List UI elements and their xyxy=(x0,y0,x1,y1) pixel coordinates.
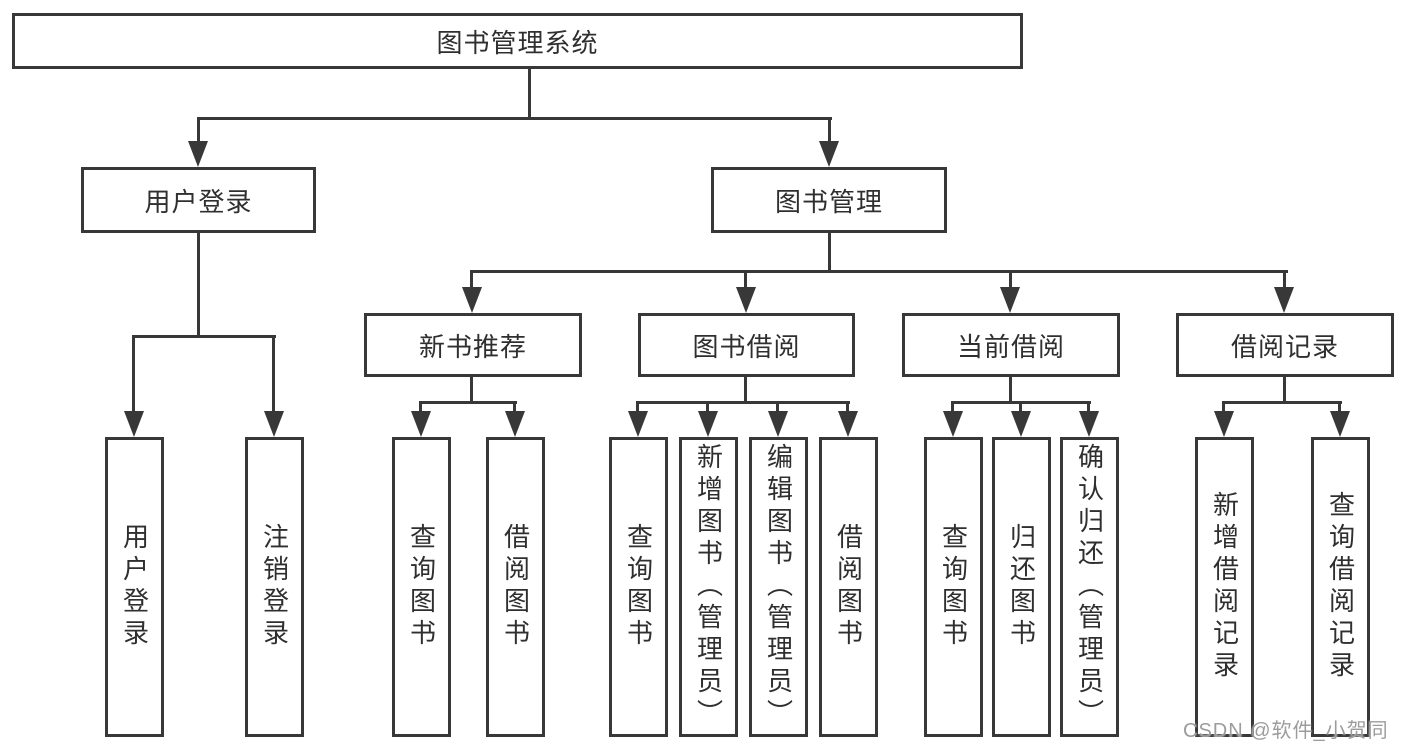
connector-trunk xyxy=(1009,377,1012,404)
arrow-down xyxy=(411,411,431,437)
arrow-down xyxy=(819,141,839,167)
connector-book-management-trunk xyxy=(828,233,831,273)
connector-drop-leaf xyxy=(951,401,954,413)
node-book-management: 图书管理 xyxy=(711,167,947,233)
leaf-label: 新增图书（管理员） xyxy=(693,443,724,731)
connector-drop-leaf xyxy=(1087,401,1090,413)
connector-drop-current-borrowing xyxy=(1009,270,1012,290)
leaf-label: 借阅图书 xyxy=(500,523,531,651)
arrow-down xyxy=(462,287,482,313)
arrow-down xyxy=(698,411,718,437)
arrow-down xyxy=(1214,411,1234,437)
node-user-login: 用户登录 xyxy=(81,167,316,233)
connector-horizontal xyxy=(1222,401,1342,404)
connector-trunk xyxy=(1283,377,1286,404)
arrow-down xyxy=(768,411,788,437)
leaf-logout-login: 注销登录 xyxy=(245,437,304,737)
leaf-label: 借阅图书 xyxy=(833,523,864,651)
arrow-down xyxy=(1274,287,1294,313)
node-current-borrowing: 当前借阅 xyxy=(902,313,1120,377)
connector-drop-user-login xyxy=(197,117,200,144)
connector-drop-leaf xyxy=(636,401,639,413)
node-book-borrowing: 图书借阅 xyxy=(638,313,855,377)
connector-drop-leaf xyxy=(132,335,135,413)
leaf-label: 用户登录 xyxy=(119,523,150,651)
connector-drop-leaf xyxy=(1222,401,1225,413)
connector-user-login-trunk xyxy=(197,233,200,337)
leaf-label: 注销登录 xyxy=(259,523,290,651)
leaf-borrow-books-borrowing: 借阅图书 xyxy=(819,437,878,737)
connector-drop-leaf xyxy=(513,401,516,413)
watermark: CSDN @软件_小贺同学 xyxy=(1183,720,1389,742)
connector-trunk xyxy=(744,377,747,404)
leaf-query-books-borrowing: 查询图书 xyxy=(609,437,668,737)
connector-level3-horizontal xyxy=(471,270,1288,273)
connector-root-trunk xyxy=(528,68,531,120)
arrow-down xyxy=(1000,287,1020,313)
arrow-down xyxy=(943,411,963,437)
arrow-down xyxy=(838,411,858,437)
leaf-query-books-current: 查询图书 xyxy=(924,437,983,737)
leaf-label: 查询图书 xyxy=(623,523,654,651)
leaf-borrow-books-recommend: 借阅图书 xyxy=(486,437,545,737)
leaf-label: 编辑图书（管理员） xyxy=(763,443,794,731)
connector-drop-book-management xyxy=(828,117,831,144)
arrow-down xyxy=(628,411,648,437)
leaf-label: 归还图书 xyxy=(1006,523,1037,651)
connector-level2-horizontal xyxy=(197,117,832,120)
leaf-label: 查询图书 xyxy=(938,523,969,651)
leaf-add-borrow-record: 新增借阅记录 xyxy=(1195,437,1254,737)
connector-drop-new-book xyxy=(470,270,473,290)
leaf-label: 查询图书 xyxy=(406,523,437,651)
leaf-user-login: 用户登录 xyxy=(105,437,164,737)
connector-drop-leaf xyxy=(706,401,709,413)
connector-drop-borrow-records xyxy=(1283,270,1286,290)
arrow-down xyxy=(505,411,525,437)
arrow-down xyxy=(124,411,144,437)
arrow-down xyxy=(1079,411,1099,437)
leaf-label: 确认归还（管理员） xyxy=(1074,443,1105,731)
connector-horizontal xyxy=(419,401,517,404)
node-borrow-records: 借阅记录 xyxy=(1176,313,1394,377)
leaf-query-books-recommend: 查询图书 xyxy=(392,437,451,737)
connector-drop-leaf xyxy=(1338,401,1341,413)
arrow-down xyxy=(264,411,284,437)
arrow-down xyxy=(1011,411,1031,437)
connector-drop-leaf xyxy=(419,401,422,413)
connector-trunk xyxy=(470,377,473,404)
leaf-edit-books-admin: 编辑图书（管理员） xyxy=(749,437,808,737)
connector-drop-leaf xyxy=(272,335,275,413)
connector-drop-book-borrowing xyxy=(744,270,747,290)
node-new-book-recommend: 新书推荐 xyxy=(364,313,582,377)
connector-user-login-horizontal xyxy=(132,335,276,338)
arrow-down xyxy=(188,141,208,167)
connector-drop-leaf xyxy=(776,401,779,413)
connector-drop-leaf xyxy=(846,401,849,413)
arrow-down xyxy=(736,287,756,313)
connector-drop-leaf xyxy=(1019,401,1022,413)
arrow-down xyxy=(1330,411,1350,437)
leaf-query-borrow-record: 查询借阅记录 xyxy=(1311,437,1370,737)
leaf-label: 新增借阅记录 xyxy=(1209,491,1240,683)
leaf-return-books: 归还图书 xyxy=(992,437,1051,737)
leaf-add-books-admin: 新增图书（管理员） xyxy=(679,437,738,737)
leaf-confirm-return-admin: 确认归还（管理员） xyxy=(1060,437,1119,737)
connector-horizontal xyxy=(636,401,850,404)
node-library-system: 图书管理系统 xyxy=(12,13,1023,69)
leaf-label: 查询借阅记录 xyxy=(1325,491,1356,683)
